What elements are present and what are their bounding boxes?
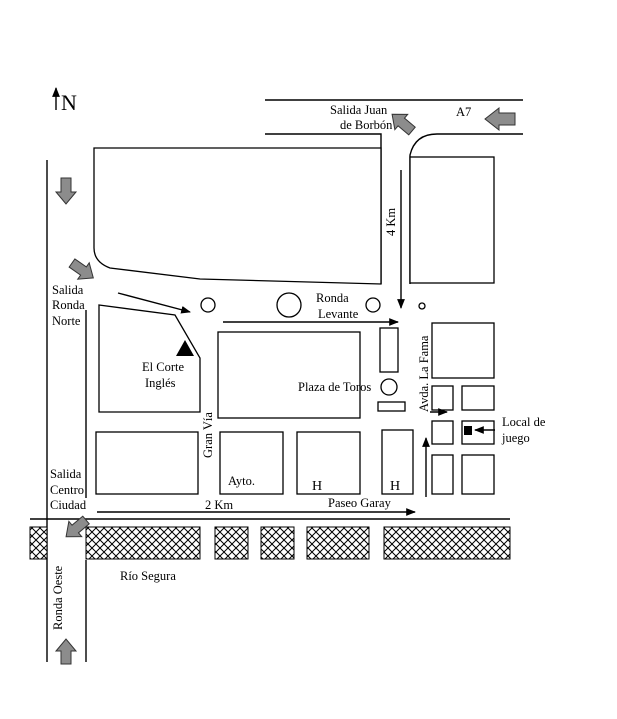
label-rio-segura: Río Segura [120,569,176,583]
north-label: N [61,90,77,115]
label-local-juego: Local de juego [501,415,549,445]
label-ayto: Ayto. [228,474,255,488]
label-plaza-toros: Plaza de Toros [298,380,371,394]
block-right-1 [431,322,495,379]
hotel-icon-1: H [312,479,322,494]
roundabout-small-2 [365,297,381,313]
block-right-2 [431,385,454,411]
el-corte-ingles-marker [176,340,194,356]
label-paseo-garay: Paseo Garay [328,496,392,510]
ronda-oeste-road [46,160,87,662]
small-block-2 [377,401,406,412]
hotel-icon-2: H [390,479,400,494]
hotel-block-2 [381,429,414,495]
label-ronda-levante: Ronda Levante [316,291,359,321]
grey-arrow-norte-icon [68,258,94,280]
el-corte-ingles-block [98,304,201,413]
river-segura [29,518,511,560]
plaza-toros-circle [380,378,398,396]
label-salida-centro: Salida Centro Ciudad [50,467,87,512]
ayto-block [219,431,284,495]
grey-arrows [54,106,516,665]
grey-arrow-borbon-icon [391,113,416,136]
grey-arrow-a7-icon [484,106,516,132]
label-gran-via: Gran Vía [201,412,215,458]
label-avda-fama: Avda. La Fama [417,335,431,412]
route-arrows [97,170,495,516]
grey-arrow-centro-icon [65,515,90,538]
roundabout-large [276,292,302,318]
local-juego-marker [464,426,472,435]
block-right-6 [461,454,495,495]
label-el-corte-ingles: El Corte Inglés [142,360,187,390]
label-ronda-oeste: Ronda Oeste [51,565,65,630]
block-right-3 [461,385,495,411]
roundabout-small-1 [200,297,216,313]
label-salida-ronda-norte: Salida Ronda Norte [52,283,88,328]
north-indicator: N [52,87,77,115]
plaza-block [217,331,361,419]
label-2km: 2 Km [205,498,233,512]
label-salida-juan: Salida Juan de Borbón [330,103,393,132]
label-a7: A7 [456,105,471,119]
big-block [93,147,382,285]
grey-arrow-down-icon [54,177,78,205]
hotel-block-1 [296,431,361,495]
roundabout-tiny [418,302,426,310]
block-right-4 [431,420,454,445]
block-bottom-1 [95,431,199,495]
block-right-5 [431,454,454,495]
label-4km: 4 Km [384,208,398,236]
small-block-1 [379,327,399,373]
block-top-right [409,156,495,284]
grey-arrow-up-icon [54,638,78,665]
